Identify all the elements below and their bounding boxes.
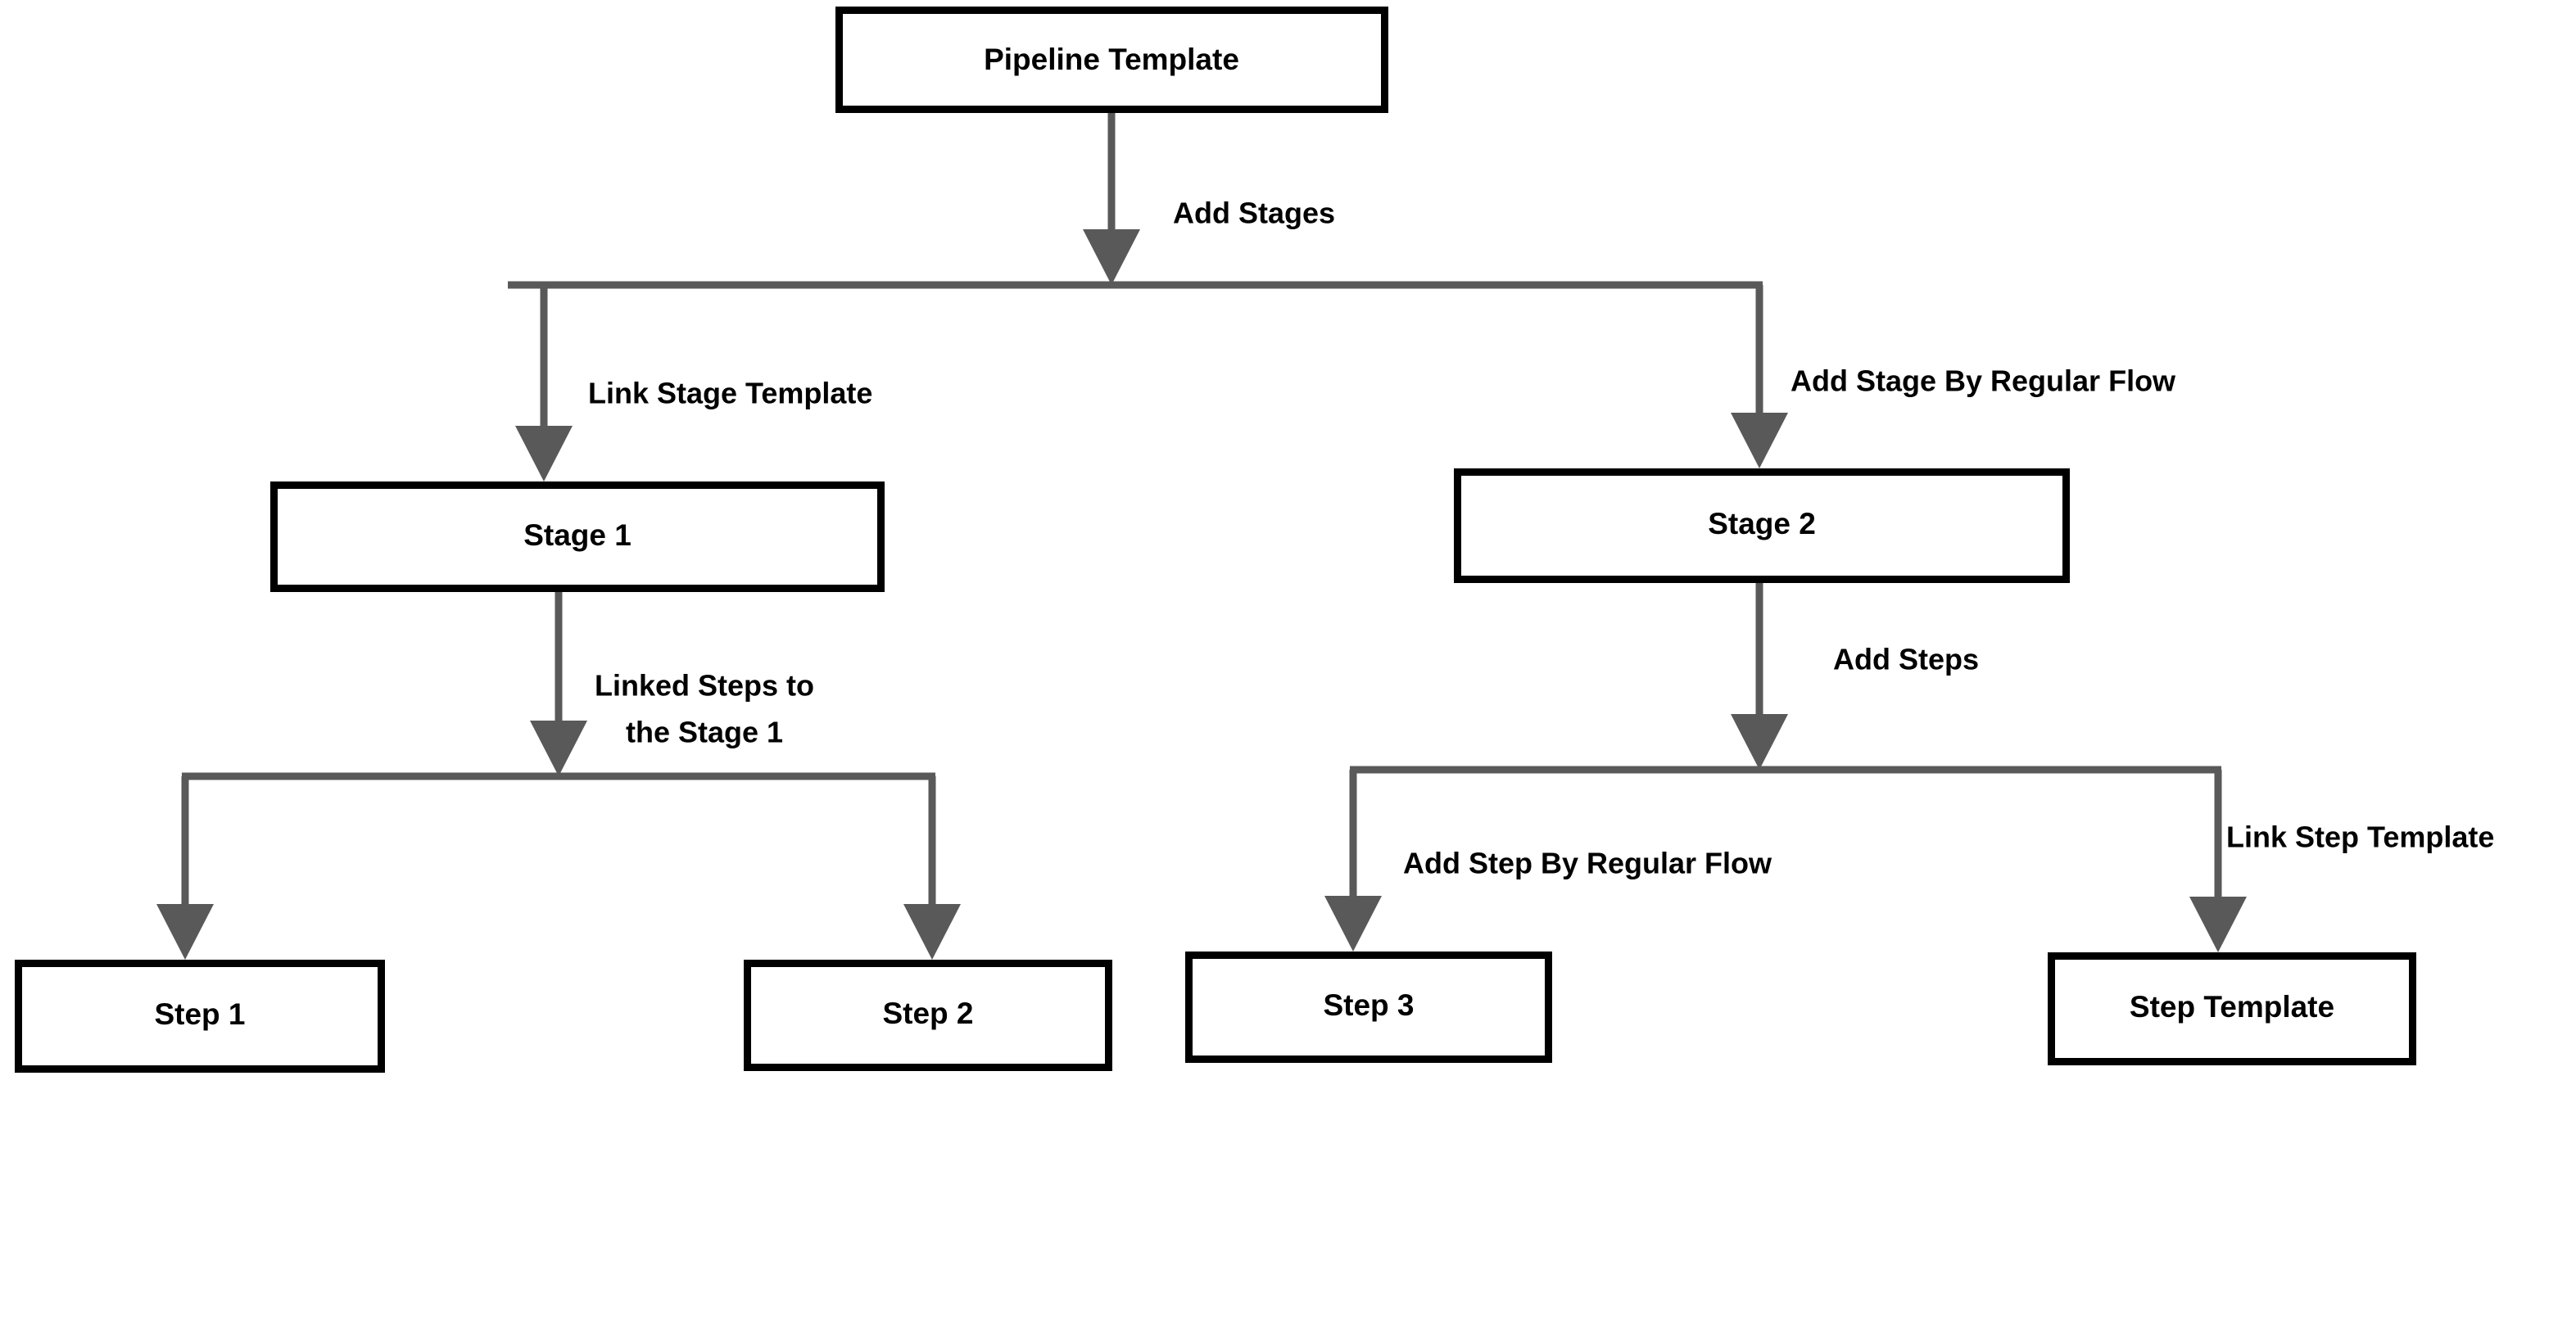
edge-label-line-2: the Stage 1 (626, 716, 783, 749)
node-box[interactable] (1185, 952, 1552, 1063)
connector-step-2 (903, 776, 961, 960)
edge-label-line-1: Linked Steps to (595, 669, 814, 703)
arrowhead-icon (2189, 897, 2247, 952)
connector-add-stage-by-regular-flow (1731, 285, 1788, 468)
connector-add-stages (508, 113, 1763, 289)
node-step-3[interactable]: Step 3 (1185, 952, 1552, 1063)
node-step-1[interactable]: Step 1 (15, 960, 385, 1073)
connector-step-1 (156, 776, 214, 960)
node-box[interactable] (270, 481, 885, 592)
arrowhead-icon (530, 721, 587, 776)
arrowhead-icon (903, 904, 961, 960)
arrowhead-icon (1731, 413, 1788, 468)
edge-label-add-steps: Add Steps (1833, 643, 1979, 676)
node-label: Step 3 (1323, 988, 1414, 1022)
node-label: Step 2 (882, 997, 973, 1030)
edge-label-add-stages: Add Stages (1173, 197, 1335, 230)
node-label: Stage 1 (523, 518, 632, 552)
node-label: Step Template (2130, 990, 2334, 1024)
node-label: Stage 2 (1708, 507, 1816, 540)
connector-add-steps (1350, 583, 2221, 774)
arrowhead-icon (1731, 714, 1788, 770)
edge-label-linked-steps-to-stage-1: Linked Steps to the Stage 1 (595, 669, 814, 749)
connector-link-step-template (2189, 770, 2247, 952)
node-box[interactable] (2048, 952, 2416, 1065)
arrowhead-icon (1324, 896, 1382, 952)
node-box[interactable] (1454, 468, 2070, 583)
node-pipeline-template[interactable]: Pipeline Template (835, 7, 1388, 113)
node-box[interactable] (15, 960, 385, 1073)
arrowhead-icon (1083, 229, 1140, 285)
node-stage-2[interactable]: Stage 2 (1454, 468, 2070, 583)
edge-label-link-step-template: Link Step Template (2226, 820, 2494, 854)
arrowhead-icon (156, 904, 214, 960)
connector-linked-steps-to-stage-1 (182, 592, 935, 780)
node-step-template[interactable]: Step Template (2048, 952, 2416, 1065)
node-box[interactable] (744, 960, 1112, 1071)
node-step-2[interactable]: Step 2 (744, 960, 1112, 1071)
connector-link-stage-template (515, 285, 573, 481)
node-label: Pipeline Template (984, 43, 1239, 76)
connector-add-step-by-regular-flow (1324, 770, 1382, 952)
edge-label-add-stage-by-regular-flow: Add Stage By Regular Flow (1791, 364, 2176, 398)
arrowhead-icon (515, 426, 573, 481)
edge-label-add-step-by-regular-flow: Add Step By Regular Flow (1403, 847, 1772, 880)
node-label: Step 1 (154, 997, 245, 1031)
edge-label-link-stage-template: Link Stage Template (588, 377, 872, 410)
node-box[interactable] (835, 7, 1388, 113)
node-stage-1[interactable]: Stage 1 (270, 481, 885, 592)
